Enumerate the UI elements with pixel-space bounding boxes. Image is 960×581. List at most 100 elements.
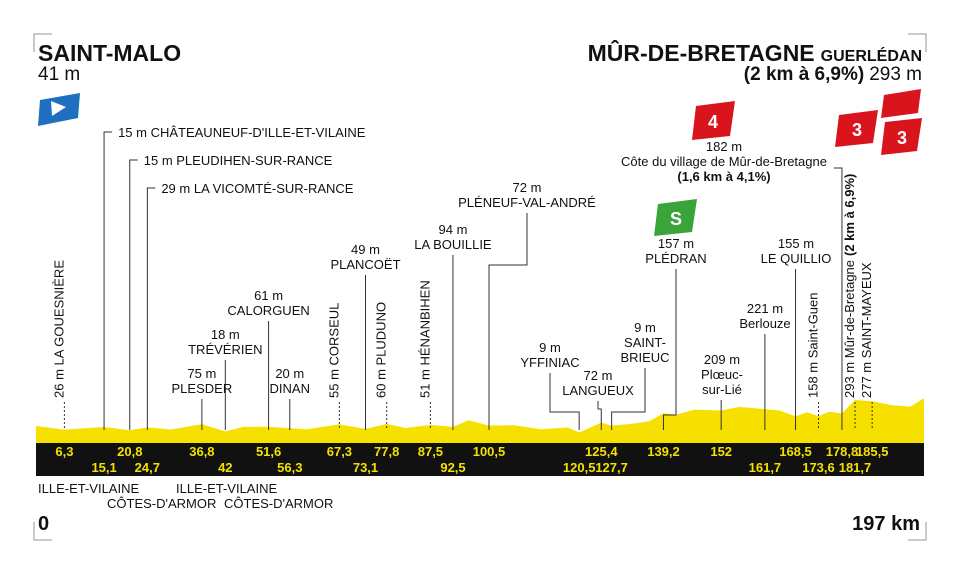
km-marker: 139,2 (647, 444, 680, 459)
place-label: DINAN (270, 381, 310, 396)
place-label: 51 m HÉNANBIHEN (417, 280, 432, 398)
climb-badge-label: 3 (852, 120, 862, 140)
department-label: CÔTES-D'ARMOR (224, 496, 333, 511)
checkered-finish-icon (881, 89, 921, 118)
km-marker: 181,7 (839, 460, 872, 475)
start-town-name: SAINT-MALO (38, 40, 181, 66)
place-label: 293 m Mûr-de-Bretagne(2 km à 6,9%) (842, 174, 857, 398)
place-label: LE QUILLIO (761, 251, 832, 266)
place-label: 155 m (778, 236, 814, 251)
start-flag-icon (38, 93, 80, 126)
finish-altitude: 293 m (869, 64, 922, 85)
place-label: 60 m PLUDUNO (374, 302, 389, 398)
place-label: 157 m (658, 236, 694, 251)
place-label: 29 m LA VICOMTÉ-SUR-RANCE (161, 181, 353, 196)
department-label: ILLE-ET-VILAINE (176, 481, 277, 496)
axis-start-km: 0 (38, 513, 49, 535)
place-label: YFFINIAC (520, 355, 579, 370)
place-leader (129, 159, 138, 430)
place-label: 182 m (706, 139, 742, 154)
climb-badge-label: 3 (897, 128, 907, 148)
place-label: sur-Lié (702, 382, 742, 397)
category-3-climb-icon: 3 (881, 118, 922, 155)
place-leader (146, 187, 156, 430)
place-label: CALORGUEN (227, 303, 309, 318)
place-label: 72 m (513, 180, 542, 195)
place-label: 26 m LA GOUESNIÈRE (51, 260, 66, 398)
frame-corner (33, 33, 52, 52)
place-label: Plœuc- (701, 367, 743, 382)
place-label: 15 m PLEUDIHEN-SUR-RANCE (144, 153, 333, 168)
km-marker: 100,5 (473, 444, 506, 459)
axis-end-km: 197 km (852, 513, 920, 535)
category-3-climb-icon: 3 (835, 110, 878, 147)
km-marker: 6,3 (55, 444, 73, 459)
place-label: 209 m (704, 352, 740, 367)
place-leader (488, 213, 528, 430)
finish-climb-line: (2 km à 6,9%)293 m (744, 64, 922, 85)
category-4-climb-icon: 4 (692, 101, 735, 140)
km-marker: 92,5 (440, 460, 465, 475)
place-leader (597, 401, 602, 430)
place-leader (549, 373, 580, 430)
place-label: LANGUEUX (562, 383, 634, 398)
place-label: 221 m (747, 301, 783, 316)
frame-corner (33, 522, 52, 541)
finish-town-header: MÛR-DE-BRETAGNE GUERLÉDAN (588, 39, 922, 66)
place-leaders (63, 131, 873, 430)
frame-corner (908, 522, 927, 541)
km-marker: 36,8 (189, 444, 214, 459)
frame-corner (908, 33, 927, 52)
finish-town-name: MÛR-DE-BRETAGNE (588, 39, 815, 66)
frame (33, 33, 927, 541)
km-marker: 73,1 (353, 460, 378, 475)
km-marker: 67,3 (327, 444, 352, 459)
department-label: ILLE-ET-VILAINE (38, 481, 139, 496)
place-label: 55 m CORSEUL (326, 303, 341, 398)
km-marker: 56,3 (277, 460, 302, 475)
km-marker: 42 (218, 460, 232, 475)
km-marker: 185,5 (856, 444, 889, 459)
place-label-suffix: (2 km à 6,9%) (842, 174, 857, 256)
place-label: (1,6 km à 4,1%) (677, 169, 770, 184)
climb-badge-label: 4 (708, 112, 718, 132)
finish-town-sub: GUERLÉDAN (821, 46, 922, 65)
place-label: SAINT- (624, 335, 666, 350)
km-marker: 77,8 (374, 444, 399, 459)
km-marker: 161,7 (749, 460, 782, 475)
km-marker: 125,4 (585, 444, 618, 459)
km-marker: 168,5 (779, 444, 812, 459)
place-label: LA BOUILLIE (414, 237, 492, 252)
place-label: Berlouze (739, 316, 790, 331)
km-marker: 24,7 (135, 460, 160, 475)
place-label: 15 m CHÂTEAUNEUF-D'ILLE-ET-VILAINE (118, 125, 366, 140)
place-label: Côte du village de Mûr-de-Bretagne (621, 154, 827, 169)
elevation-profile-area (36, 398, 924, 443)
place-label: 9 m (634, 320, 656, 335)
km-marker: 127,7 (595, 460, 628, 475)
place-leader (611, 368, 646, 430)
place-label: PLANCOËT (330, 257, 400, 272)
km-marker: 15,1 (91, 460, 116, 475)
place-label: 158 m Saint-Guen (806, 292, 821, 398)
km-marker: 51,6 (256, 444, 281, 459)
km-marker: 152 (710, 444, 732, 459)
km-marker: 120,5 (563, 460, 596, 475)
department-label: CÔTES-D'ARMOR (107, 496, 216, 511)
km-band (36, 443, 924, 476)
place-label: PLESDER (172, 381, 233, 396)
place-label: 18 m (211, 327, 240, 342)
flag-base (881, 89, 921, 118)
place-label: PLÉNEUF-VAL-ANDRÉ (458, 195, 596, 210)
place-label: 49 m (351, 242, 380, 257)
place-label: 9 m (539, 340, 561, 355)
place-leader (833, 167, 843, 430)
km-marker: 20,8 (117, 444, 142, 459)
km-marker: 178,8 (826, 444, 859, 459)
km-marker: 87,5 (418, 444, 443, 459)
place-label: 277 m SAINT-MAYEUX (859, 262, 874, 398)
place-label: TRÉVÉRIEN (188, 342, 262, 357)
place-label: 75 m (187, 366, 216, 381)
